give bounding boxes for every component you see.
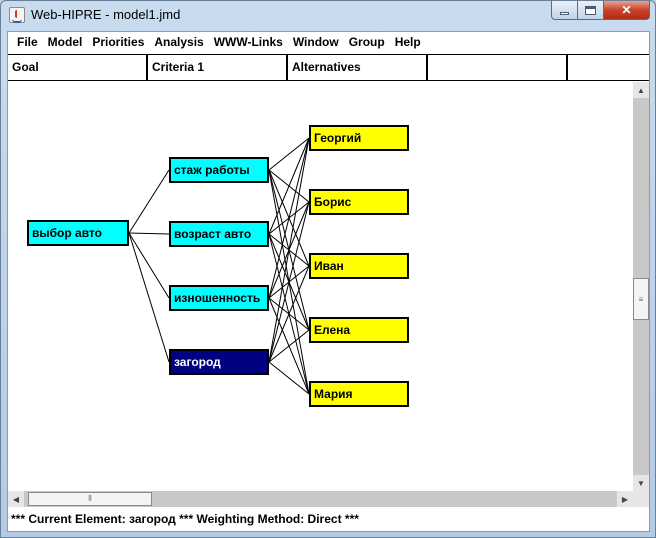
- close-button[interactable]: ✕: [604, 1, 650, 20]
- close-icon: ✕: [621, 3, 632, 17]
- scroll-down-arrow-icon[interactable]: ▼: [637, 478, 645, 488]
- menu-analysis[interactable]: Analysis: [154, 35, 204, 49]
- connection-lines: [128, 137, 310, 395]
- horizontal-scrollbar[interactable]: ◀ ⦀ ▶: [8, 491, 633, 507]
- goal-to-criterion-line-1: [128, 232, 170, 235]
- menu-model[interactable]: Model: [47, 35, 83, 49]
- scroll-right-arrow-icon[interactable]: ▶: [621, 494, 629, 504]
- maximize-icon: [585, 5, 596, 15]
- menu-priorities[interactable]: Priorities: [92, 35, 145, 49]
- menu-www-links[interactable]: WWW-Links: [213, 35, 283, 49]
- menu-help[interactable]: Help: [394, 35, 421, 49]
- criterion-3-to-alternative-4-line: [268, 361, 310, 395]
- goal-to-criterion-line-3: [128, 232, 170, 363]
- criterion-3-to-alternative-3-line: [268, 329, 310, 363]
- window-title: Web-HIPRE - model1.jmd: [31, 7, 181, 22]
- goal-node[interactable]: выбор авто: [27, 220, 129, 246]
- menu-file[interactable]: File: [17, 35, 38, 49]
- title-bar[interactable]: Web-HIPRE - model1.jmd ✕: [1, 1, 655, 31]
- criterion-node-work-experience[interactable]: стаж работы: [169, 157, 269, 183]
- alternative-node-boris[interactable]: Борис: [309, 189, 409, 215]
- goal-to-criterion-line-0: [128, 169, 170, 234]
- status-bar: *** Current Element: загород *** Weighti…: [8, 508, 649, 531]
- goal-to-criterion-line-2: [128, 232, 170, 299]
- menu-window[interactable]: Window: [292, 35, 339, 49]
- level-header-goal[interactable]: Goal: [8, 55, 148, 80]
- minimize-icon: [560, 11, 569, 15]
- horizontal-scroll-thumb[interactable]: ⦀: [28, 492, 152, 506]
- criterion-node-wear[interactable]: изношенность: [169, 285, 269, 311]
- level-header-criteria-1[interactable]: Criteria 1: [148, 55, 288, 80]
- alternative-node-elena[interactable]: Елена: [309, 317, 409, 343]
- maximize-button[interactable]: [578, 1, 604, 20]
- criterion-3-to-alternative-0-line: [268, 137, 310, 363]
- criterion-3-to-alternative-1-line: [268, 201, 310, 363]
- level-header-empty-1[interactable]: [428, 55, 568, 80]
- scroll-up-arrow-icon[interactable]: ▲: [637, 85, 645, 95]
- level-header-alternatives[interactable]: Alternatives: [288, 55, 428, 80]
- alternative-node-georgiy[interactable]: Георгий: [309, 125, 409, 151]
- level-header: Goal Criteria 1 Alternatives: [8, 54, 649, 81]
- criterion-0-to-alternative-0-line: [268, 137, 310, 171]
- vertical-scroll-thumb[interactable]: ≡: [633, 278, 649, 320]
- horizontal-scroll-track[interactable]: ⦀: [24, 491, 617, 507]
- criterion-1-to-alternative-0-line: [268, 137, 310, 235]
- java-app-icon: [9, 7, 25, 23]
- alternative-node-mariya[interactable]: Мария: [309, 381, 409, 407]
- client-area: File Model Priorities Analysis WWW-Links…: [7, 31, 650, 532]
- hierarchy-diagram: выбор авто стаж работы возраст авто изно…: [8, 82, 633, 491]
- level-header-empty-2[interactable]: [568, 55, 648, 80]
- scrollbar-corner: [633, 491, 649, 507]
- criterion-3-to-alternative-2-line: [268, 265, 310, 363]
- criterion-node-car-age[interactable]: возраст авто: [169, 221, 269, 247]
- criterion-2-to-alternative-0-line: [268, 137, 310, 299]
- minimize-button[interactable]: [551, 1, 578, 20]
- scroll-left-arrow-icon[interactable]: ◀: [12, 494, 20, 504]
- menu-group[interactable]: Group: [348, 35, 385, 49]
- vertical-scrollbar[interactable]: ▲ ≡ ▼: [633, 82, 649, 491]
- criterion-node-out-of-town-selected[interactable]: загород: [169, 349, 269, 375]
- alternative-node-ivan[interactable]: Иван: [309, 253, 409, 279]
- vertical-scroll-track[interactable]: ≡: [633, 98, 649, 475]
- menu-bar: File Model Priorities Analysis WWW-Links…: [8, 32, 649, 53]
